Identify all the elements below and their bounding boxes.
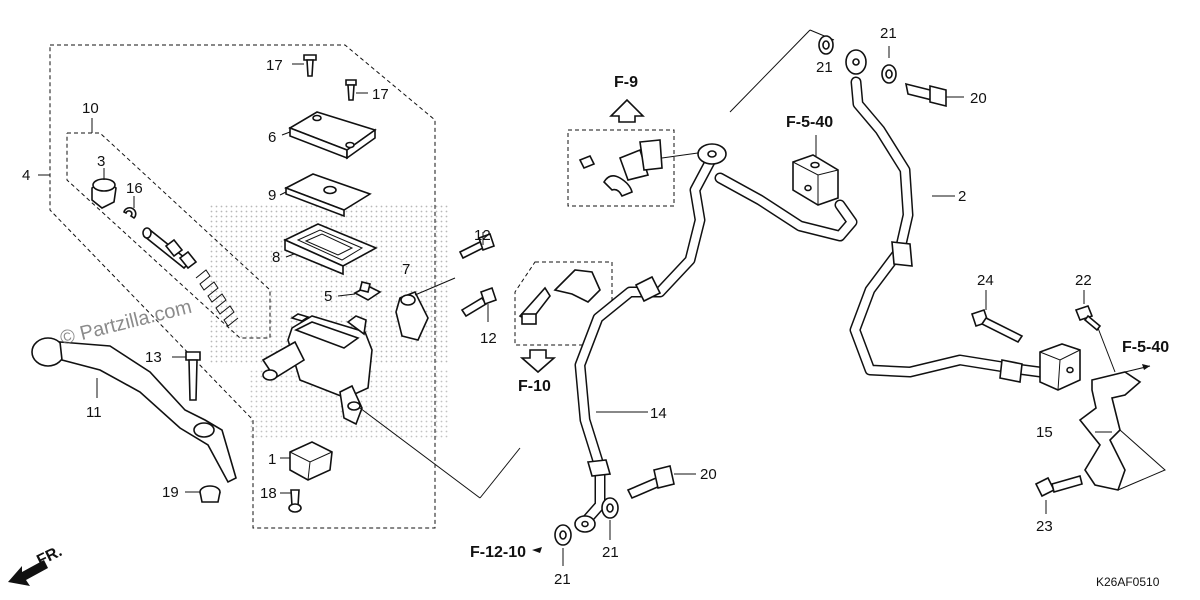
boot-7 [395, 277, 456, 341]
diaphragm [283, 223, 378, 276]
washer-21-top-right [881, 46, 897, 84]
brake-hose-middle [714, 135, 858, 242]
diaphragm-plate [279, 173, 372, 218]
callout-17-upper: 17 [266, 57, 283, 74]
hose-clamp-f10 [514, 261, 613, 374]
ref-f5-40-right: F-5-40 [1122, 339, 1169, 356]
hose-clamp-box-f9 [567, 98, 706, 207]
callout-4: 4 [22, 167, 30, 184]
brake-lever [31, 337, 237, 484]
brake-switch-1 [280, 441, 333, 481]
diagram-code: K26AF0510 [1096, 575, 1160, 589]
watermark: © Partzilla.com [58, 296, 194, 350]
circlip-16 [123, 196, 137, 220]
clip-5 [337, 281, 382, 301]
piston-spring [195, 269, 239, 327]
washer-21-top-left [818, 35, 834, 55]
callout-19: 19 [162, 484, 179, 501]
piston [142, 227, 198, 270]
callout-21-bottom-right: 21 [602, 544, 619, 561]
callout-18: 18 [260, 485, 277, 502]
master-cylinder-body [261, 313, 521, 499]
bracket-15 [1078, 365, 1166, 491]
callout-8: 8 [272, 249, 280, 266]
ref-f12-10: F-12-10 [470, 544, 526, 561]
banjo-bolt-20-top [904, 82, 964, 108]
brake-hose-2 [729, 29, 1081, 391]
bolt-23 [1034, 475, 1083, 514]
callout-15: 15 [1036, 424, 1053, 441]
callout-21-top-left: 21 [816, 59, 833, 76]
callout-12-lower: 12 [480, 330, 497, 347]
callout-7: 7 [402, 261, 410, 278]
bolt-24 [970, 290, 1024, 344]
callout-24: 24 [977, 272, 994, 289]
callout-6: 6 [268, 129, 276, 146]
callout-17-lower: 17 [372, 86, 389, 103]
bolt-22 [1074, 290, 1116, 373]
callout-21-top-right: 21 [880, 25, 897, 42]
front-label: FR. [34, 543, 65, 570]
dust-cap-19 [185, 485, 221, 503]
callout-5: 5 [324, 288, 332, 305]
callout-20-bottom: 20 [700, 466, 717, 483]
screw-17-upper [292, 54, 317, 77]
piston-cap [91, 168, 117, 209]
callout-11: 11 [86, 404, 102, 421]
washer-21-bottom-right [601, 497, 619, 540]
callout-12-upper: 12 [474, 227, 491, 244]
callout-14: 14 [650, 405, 667, 422]
brake-hose-14 [574, 143, 727, 533]
reservoir-cap [281, 111, 377, 160]
callout-3: 3 [97, 153, 105, 170]
callout-2: 2 [958, 188, 966, 205]
bolt-12-lower [460, 286, 498, 322]
ref-f9: F-9 [614, 74, 638, 91]
master-cylinder-group-outline [38, 44, 436, 529]
ref-f5-40-upper: F-5-40 [786, 114, 833, 131]
ref-f10: F-10 [518, 378, 551, 395]
piston-kit-outline [66, 118, 271, 339]
screw-18 [280, 489, 302, 513]
callout-10: 10 [82, 100, 99, 117]
callout-20-top: 20 [970, 90, 987, 107]
bolt-12-upper [458, 232, 496, 260]
callout-13: 13 [145, 349, 162, 366]
callout-22: 22 [1075, 272, 1092, 289]
callout-9: 9 [268, 187, 276, 204]
callout-16: 16 [126, 180, 143, 197]
front-direction-arrow [8, 560, 48, 586]
washer-21-bottom-left [554, 524, 572, 566]
callout-21-bottom-left: 21 [554, 571, 571, 588]
callout-1: 1 [268, 451, 276, 468]
screw-17-lower [345, 79, 368, 101]
banjo-bolt-20-bottom [626, 465, 696, 500]
pivot-bolt-13 [172, 351, 201, 401]
callout-23: 23 [1036, 518, 1053, 535]
